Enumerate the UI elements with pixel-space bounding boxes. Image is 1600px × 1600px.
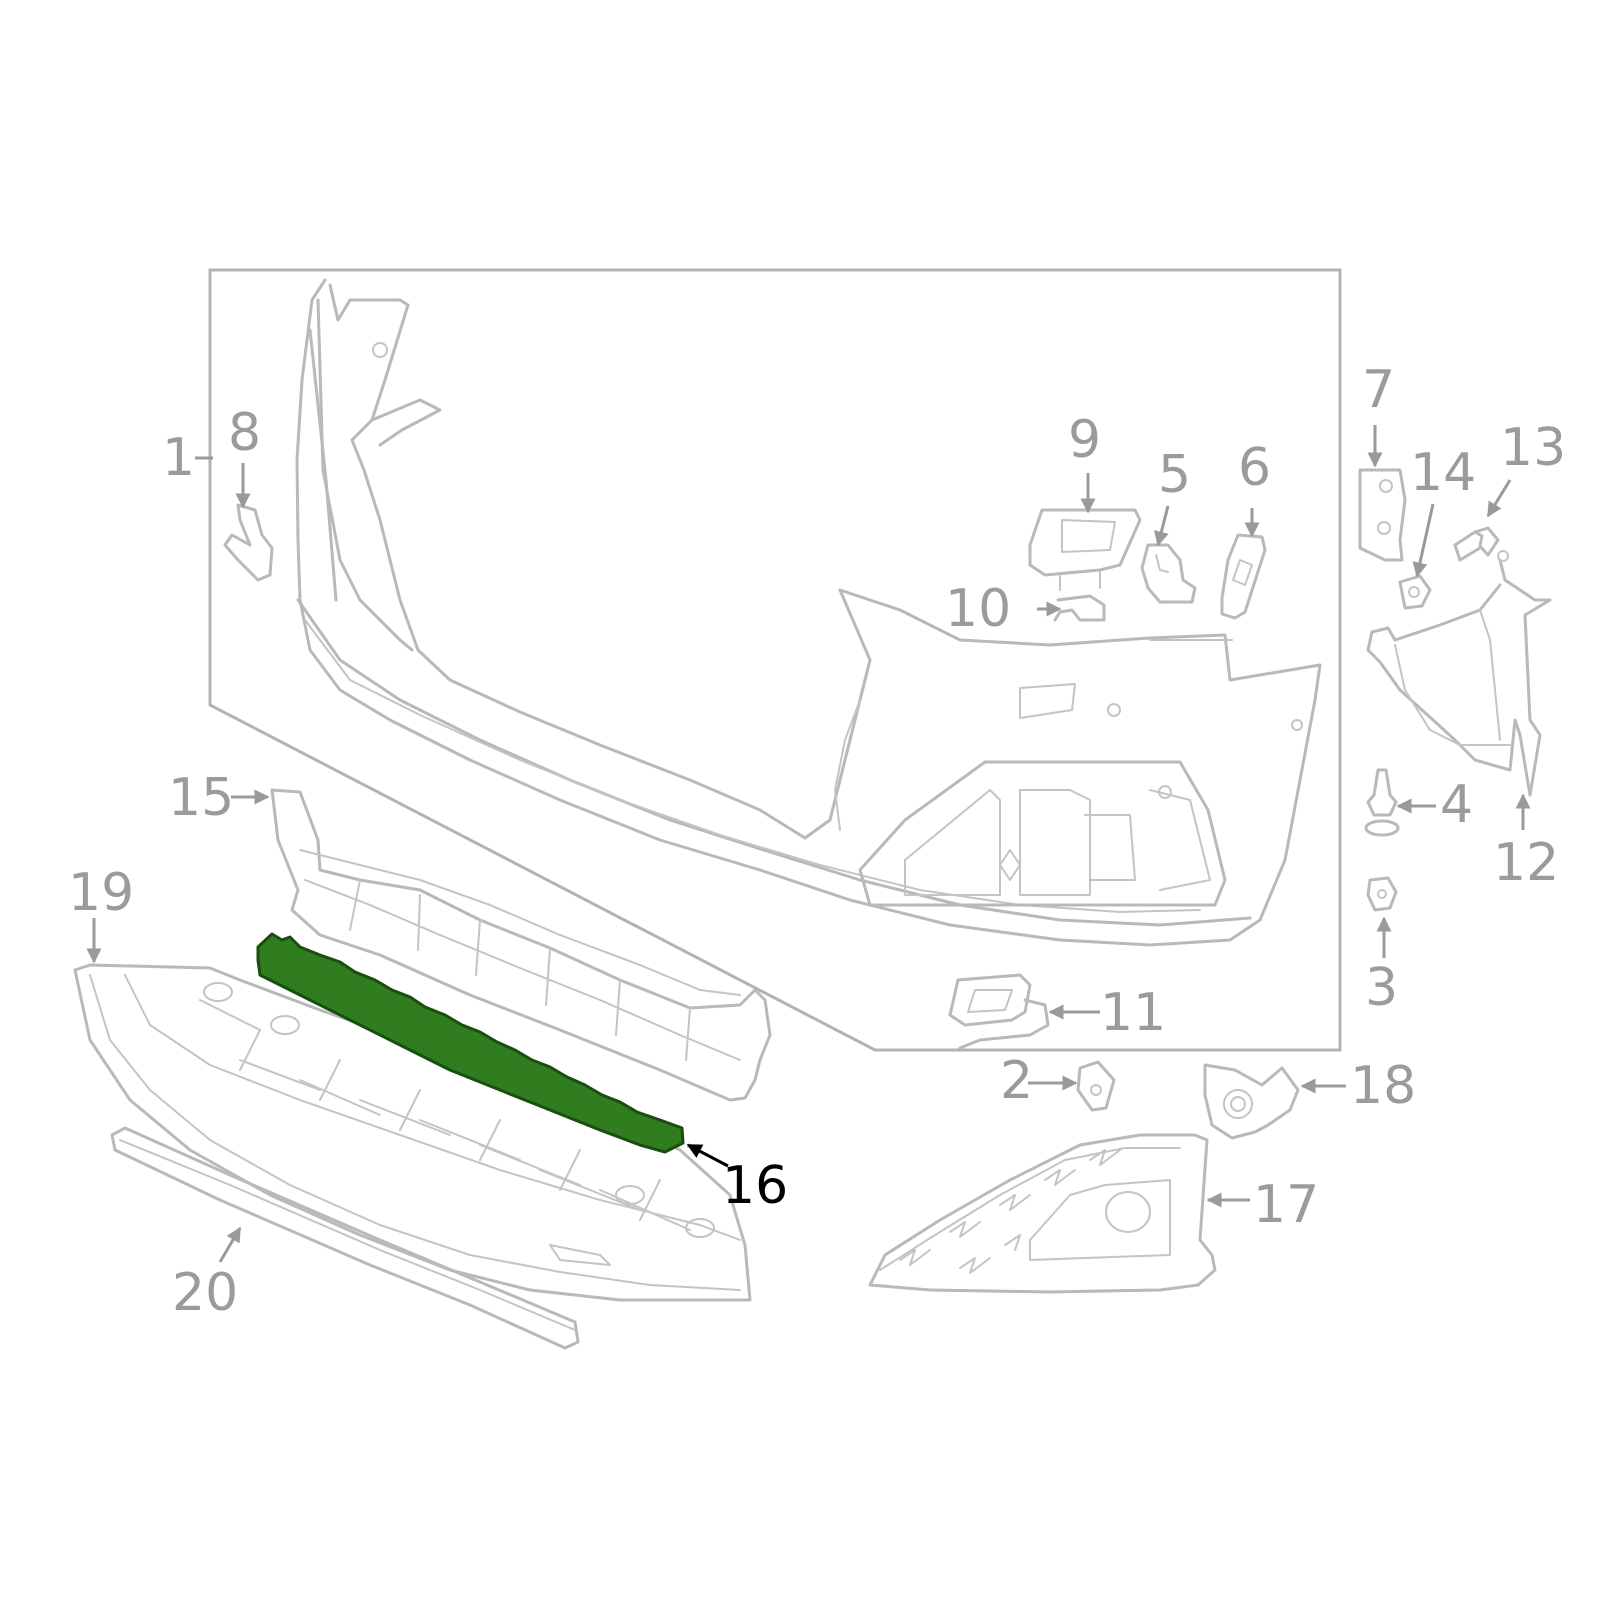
part-11-cap[interactable] xyxy=(948,973,1050,1050)
callout-11: 11 xyxy=(1100,983,1166,1043)
callout-12: 12 xyxy=(1493,833,1559,893)
part-12-side-bracket[interactable] xyxy=(1366,550,1552,797)
callout-9: 9 xyxy=(1068,410,1101,470)
part-7-bracket[interactable] xyxy=(1358,468,1407,562)
part-19-underbody-panel[interactable] xyxy=(73,963,752,1302)
leader-16 xyxy=(686,1143,729,1168)
callout-20: 20 xyxy=(172,1263,238,1323)
callout-18: 18 xyxy=(1350,1056,1416,1116)
callout-13: 13 xyxy=(1500,418,1566,478)
part-8-bracket[interactable] xyxy=(223,503,274,582)
callout-6: 6 xyxy=(1238,438,1271,498)
callout-labels: 1 2 3 4 5 6 7 8 9 10 11 12 13 14 15 16 1… xyxy=(68,360,1566,1323)
bumper-assembly-frame xyxy=(208,268,1342,1052)
callout-1: 1 xyxy=(162,428,195,488)
part-2-nut-clip[interactable] xyxy=(1076,1060,1116,1112)
callout-14: 14 xyxy=(1410,443,1476,503)
part-3-nut-clip[interactable] xyxy=(1366,876,1398,912)
callout-4: 4 xyxy=(1440,775,1473,835)
part-6-sensor-cap[interactable] xyxy=(1220,533,1267,620)
callout-3: 3 xyxy=(1365,958,1398,1018)
callout-17: 17 xyxy=(1253,1175,1319,1235)
callout-15: 15 xyxy=(168,768,234,828)
part-14-nut[interactable] xyxy=(1398,574,1432,610)
part-20-trim-strip[interactable] xyxy=(110,1126,580,1350)
part-13-screw[interactable] xyxy=(1453,526,1500,562)
callout-5: 5 xyxy=(1158,445,1191,505)
bumper-cover-part[interactable] xyxy=(295,278,1322,947)
callout-16: 16 xyxy=(722,1156,788,1216)
callout-10: 10 xyxy=(945,579,1011,639)
callout-7: 7 xyxy=(1362,360,1395,420)
callout-19: 19 xyxy=(68,863,134,923)
part-15-support[interactable] xyxy=(270,788,772,1102)
part-4-push-clip[interactable] xyxy=(1364,768,1400,837)
part-9-sensor-holder[interactable] xyxy=(1028,508,1142,591)
part-5-sensor[interactable] xyxy=(1140,543,1197,604)
part-18-bracket[interactable] xyxy=(1203,1063,1300,1140)
leader-lines xyxy=(86,425,1531,1263)
callout-8: 8 xyxy=(228,403,261,463)
callout-2: 2 xyxy=(1000,1051,1033,1111)
part-10-clip[interactable] xyxy=(1053,594,1106,622)
part-16-highlighted[interactable] xyxy=(256,932,685,1154)
part-17-grille[interactable] xyxy=(868,1133,1217,1294)
